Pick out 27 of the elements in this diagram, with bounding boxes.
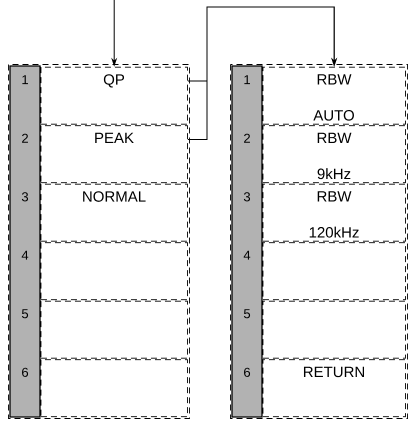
node-label: 4 [244, 250, 250, 260]
menu-cell: 6 RETURN [244, 359, 406, 418]
node-label: 1 [22, 75, 28, 84]
menu-cell: 5 [22, 300, 188, 359]
menu-cell: 1 RBW AUTO [244, 66, 406, 125]
menu-cell: 3 RBW 120kHz [244, 184, 406, 242]
menu-cell: 4 [244, 242, 406, 300]
node-label: 6 [22, 368, 28, 377]
node-label: 6 [244, 368, 250, 377]
menu-cell: 2 PEAK [22, 125, 188, 184]
arrow [187, 6, 338, 140]
node-label: 2 [22, 134, 28, 143]
node-label: 2 [244, 134, 250, 143]
node-label: 5 [244, 309, 250, 318]
menu-cell: 1 QP [22, 66, 188, 125]
menu-panel [230, 64, 408, 419]
menu-cell: 5 [244, 300, 406, 359]
menu-cell: 3 NORMAL [22, 184, 188, 242]
node-label: 1 [244, 75, 250, 84]
menu-cell: 4 [22, 242, 188, 300]
node-label: 5 [22, 309, 28, 318]
menu-cell: 6 [22, 359, 188, 418]
node-label: 3 [22, 192, 28, 202]
node-label: 4 [22, 250, 28, 260]
menu-panel [8, 64, 190, 419]
menu-cell: 2 RBW 9kHz [244, 125, 406, 184]
node-label: 3 [244, 192, 250, 202]
